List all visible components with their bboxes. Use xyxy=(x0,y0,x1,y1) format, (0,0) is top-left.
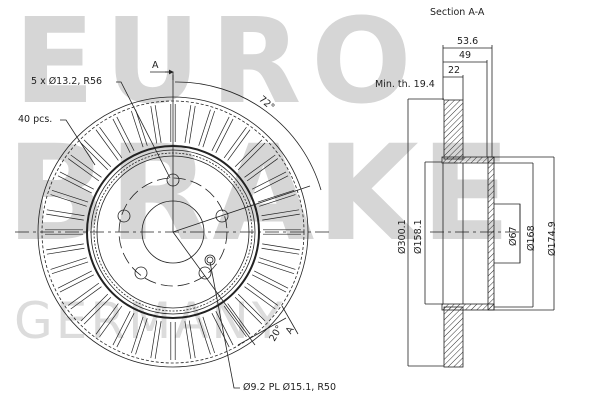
dia-center-bore-label: Ø67 xyxy=(508,226,519,246)
disc-front-view xyxy=(15,69,332,389)
min-thickness-label: Min. th. 19.4 xyxy=(375,79,435,90)
dim-overall-height: 53.6 xyxy=(457,36,479,47)
bolt-pattern-label: 5 x Ø13.2, R56 xyxy=(31,76,103,87)
dia-hat-outer-label: Ø174.9 xyxy=(547,221,558,256)
disc-section-view xyxy=(407,45,555,368)
section-marker-top: A xyxy=(152,60,159,71)
watermark-euro: EURO xyxy=(14,0,422,130)
dim-hat-height: 49 xyxy=(459,50,472,61)
dim-thickness: 22 xyxy=(448,65,461,76)
dia-inner-ring-label: Ø158.1 xyxy=(413,219,424,254)
hole-spec-label: Ø9.2 PL Ø15.1, R50 xyxy=(243,382,337,393)
dia-hat-label: Ø168 xyxy=(526,225,537,251)
vanes-count-label: 40 pcs. xyxy=(18,114,53,125)
dia-outer-label: Ø300.1 xyxy=(397,219,408,254)
section-title: Section A-A xyxy=(430,7,485,18)
